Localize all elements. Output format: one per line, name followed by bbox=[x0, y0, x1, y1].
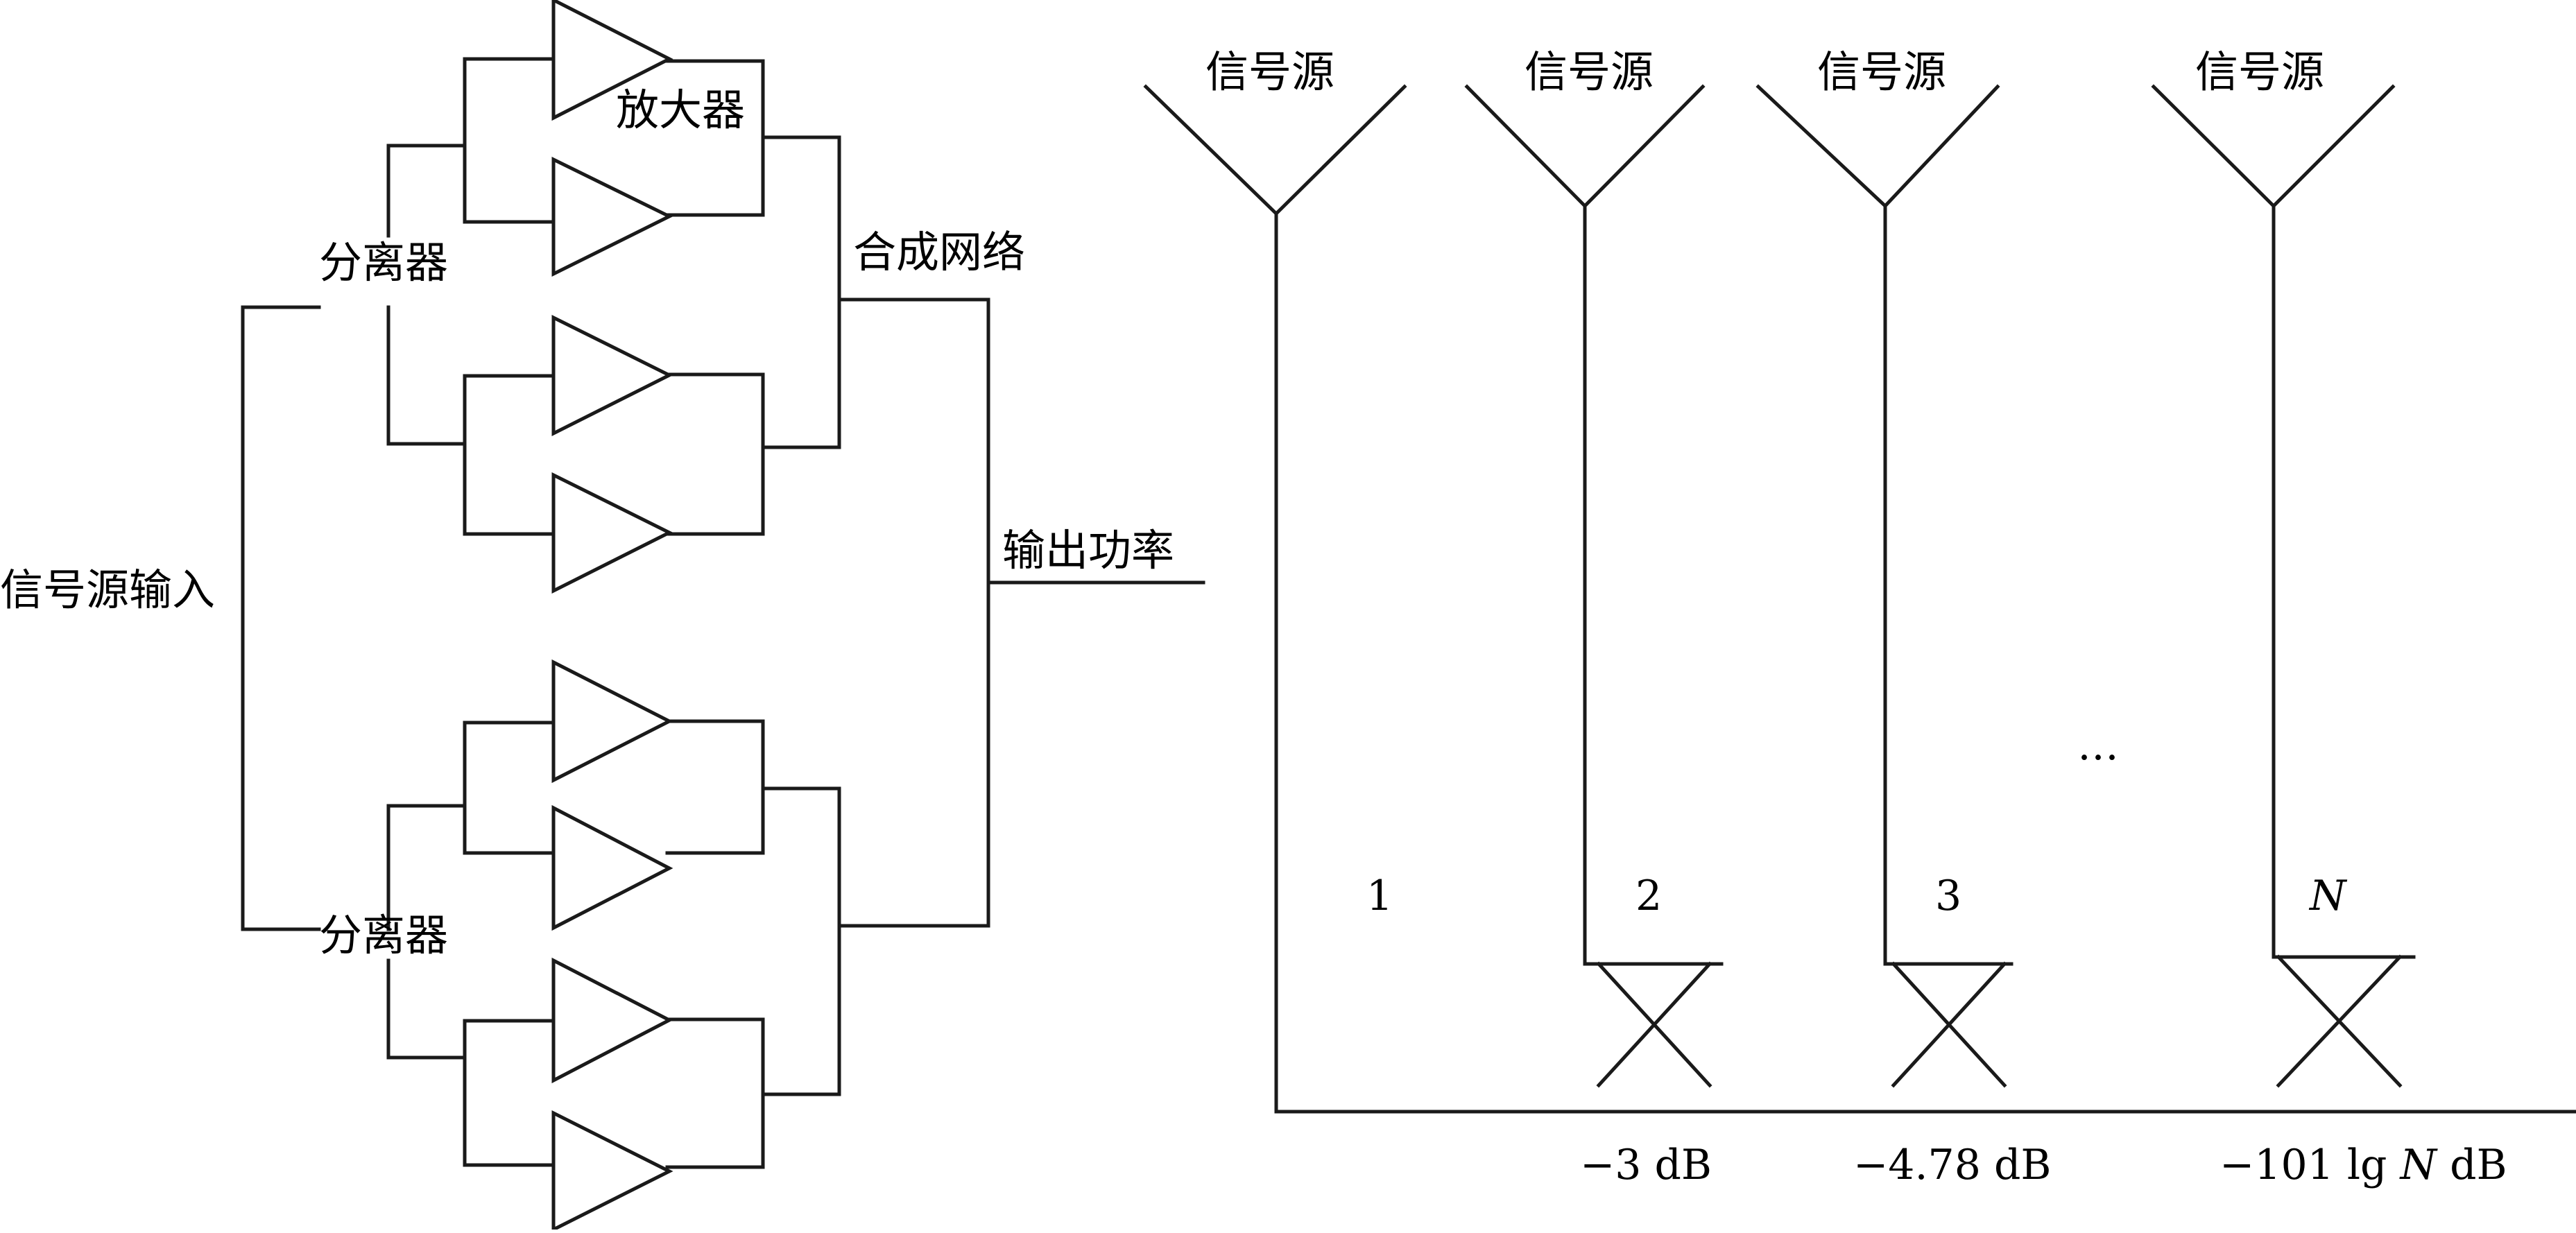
splitter-bottom-lower-branch bbox=[386, 958, 467, 1060]
signal-source-label: 信号源 bbox=[2195, 46, 2324, 97]
splitter-top-label: 分离器 bbox=[319, 237, 448, 288]
source-index: N bbox=[2308, 872, 2348, 920]
attenuator-x-icon bbox=[1891, 961, 2007, 1088]
splitter-top-wiring bbox=[386, 57, 553, 536]
source-feed-line bbox=[2272, 204, 2416, 959]
source-index: 3 bbox=[1935, 872, 1961, 920]
combining-network-wiring bbox=[665, 59, 1205, 1169]
pair-3-output-bus bbox=[665, 719, 765, 855]
combiner-top-link bbox=[761, 135, 841, 449]
amplifier-triangle bbox=[551, 314, 673, 437]
amplifier-triangle bbox=[551, 472, 673, 594]
ellipsis: … bbox=[2077, 721, 2119, 770]
combiner-label: 合成网络 bbox=[853, 227, 1025, 277]
source-feed-line bbox=[1883, 204, 2013, 966]
input-trunk bbox=[241, 305, 321, 931]
amplifier-triangle bbox=[551, 0, 673, 121]
splitter-top-upper-branch bbox=[386, 144, 467, 238]
attenuation-label: −4.78 dB bbox=[1853, 1141, 2051, 1189]
signal-source-label: 信号源 bbox=[1525, 46, 1654, 97]
source-index: 1 bbox=[1366, 872, 1393, 920]
power-combiner-diagram: 信号源输入 分离器 分离器 放大器 合成网络 输出功率 bbox=[0, 0, 1205, 1233]
splitter-bottom-wiring bbox=[386, 721, 553, 1167]
signal-source-label: 信号源 bbox=[1817, 46, 1946, 97]
input-label: 信号源输入 bbox=[0, 564, 215, 615]
pair-4-output-bus bbox=[665, 1017, 765, 1169]
splitter-bottom-label: 分离器 bbox=[319, 910, 448, 960]
splitter-bottom-upper-branch bbox=[386, 804, 467, 931]
output-label: 输出功率 bbox=[1002, 525, 1174, 576]
pair-4-input-bus bbox=[463, 1019, 553, 1167]
input-wire bbox=[241, 305, 321, 931]
attenuation-variable: N bbox=[2399, 1141, 2439, 1189]
combiner-final-link bbox=[837, 298, 990, 928]
attenuation-suffix: dB bbox=[2437, 1141, 2507, 1189]
amplifier-triangle bbox=[551, 1110, 673, 1233]
attenuator-x-icon bbox=[1596, 961, 1712, 1088]
antenna-v-icon bbox=[1755, 84, 2000, 209]
pair-3-input-bus bbox=[463, 721, 553, 855]
antenna-v-icon bbox=[2151, 84, 2396, 209]
signal-source-label: 信号源 bbox=[1205, 46, 1334, 97]
source-index: 2 bbox=[1635, 872, 1662, 920]
pair-1-input-bus bbox=[463, 57, 553, 224]
source-feed-line bbox=[1583, 204, 1724, 966]
splitter-top-lower-branch bbox=[386, 305, 467, 446]
amplifier-triangle bbox=[551, 804, 673, 931]
signal-source-3: 信号源 3 −4.78 dB bbox=[1755, 46, 2051, 1189]
amplifier-triangle bbox=[551, 957, 673, 1084]
signal-source-1: 信号源 1 bbox=[1143, 46, 1407, 920]
amplifier-array bbox=[551, 0, 673, 1233]
attenuation-label-n: −101 lg N dB bbox=[2219, 1141, 2507, 1189]
attenuator-x-icon bbox=[2276, 954, 2403, 1088]
antenna-v-icon bbox=[1464, 84, 1706, 209]
amplifier-label: 放大器 bbox=[616, 85, 745, 135]
attenuation-label: −3 dB bbox=[1580, 1141, 1712, 1189]
combiner-bottom-link bbox=[761, 786, 841, 1096]
signal-source-2: 信号源 2 −3 dB bbox=[1464, 46, 1724, 1189]
amplifier-triangle bbox=[551, 156, 673, 277]
signal-source-n: 信号源 N −101 lg N dB bbox=[2151, 46, 2507, 1189]
attenuation-prefix: −101 lg bbox=[2219, 1141, 2401, 1189]
pair-2-input-bus bbox=[463, 374, 553, 536]
common-bus-line bbox=[1274, 212, 2576, 1114]
pair-2-output-bus bbox=[665, 372, 765, 536]
amplifier-triangle bbox=[551, 659, 673, 784]
signal-source-diagram: 信号源 1 信号源 2 −3 dB 信号源 3 −4.78 dB … bbox=[1143, 46, 2576, 1189]
antenna-v-icon bbox=[1143, 84, 1407, 216]
